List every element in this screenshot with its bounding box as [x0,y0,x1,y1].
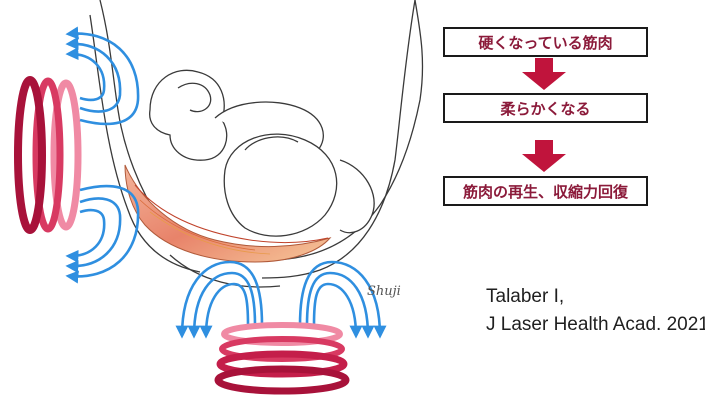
flow-step-regeneration: 筋肉の再生、収縮力回復 [443,176,648,206]
down-arrow-icon [522,58,566,90]
flow-step-softens: 柔らかくなる [443,93,648,123]
flow-step-stiff-muscle: 硬くなっている筋肉 [443,27,648,57]
pelvic-organs [224,134,374,236]
left-magnetic-coil [18,80,78,230]
citation-source: J Laser Health Acad. 2021 [486,314,705,336]
artist-signature: Shuji [367,284,401,299]
bottom-magnetic-coil [218,325,346,391]
down-arrow-icon [522,140,566,172]
citation-author: Talaber I, [486,286,564,308]
